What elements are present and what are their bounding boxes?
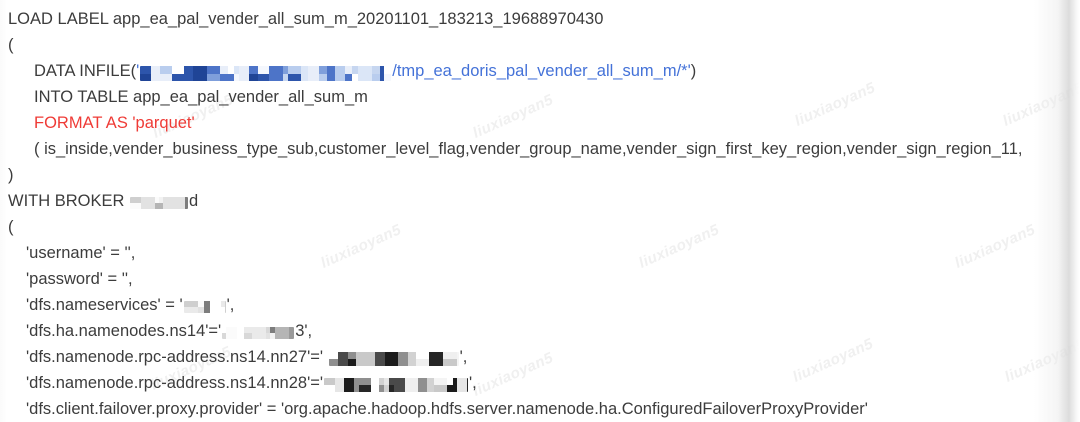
redacted-text-mosaic — [183, 300, 226, 313]
code-line: 'dfs.nameservices' = ' ', — [8, 292, 1080, 318]
code-line: 'username' = '', — [8, 240, 1080, 266]
code-token-text: ) — [690, 62, 697, 80]
code-token-text: ( — [8, 218, 14, 236]
code-token-text: WITH BROKER — [8, 192, 130, 210]
code-token-path: /tmp_ea_doris_pal_vender_all_sum_m/*' — [392, 62, 691, 80]
code-token-keyword: FORMAT AS 'parquet' — [34, 114, 195, 132]
code-line: ( — [8, 32, 1080, 58]
code-line: 'dfs.ha.namenodes.ns14'=' 3', — [8, 318, 1080, 344]
code-line: 'dfs.namenode.rpc-address.ns14.nn28'=' ', — [8, 370, 1080, 396]
code-token-text: INTO TABLE app_ea_pal_vender_all_sum_m — [34, 88, 368, 106]
code-line: ( is_inside,vender_business_type_sub,cus… — [8, 136, 1080, 162]
code-line: 'password' = '', — [8, 266, 1080, 292]
code-token-text: ) — [8, 166, 14, 184]
redacted-text-mosaic — [140, 65, 392, 81]
code-token-text: 'dfs.ha.namenodes.ns14'=' — [26, 322, 222, 340]
code-token-text: 'dfs.namenode.rpc-address.ns14.nn27'=' — [26, 348, 328, 366]
code-line: INTO TABLE app_ea_pal_vender_all_sum_m — [8, 84, 1080, 110]
code-token-text: ( — [8, 36, 14, 54]
code-token-text: 'password' = '', — [26, 270, 133, 288]
code-token-text: ', — [469, 374, 477, 392]
code-token-text: 'username' = '', — [26, 244, 136, 262]
code-token-path: ' — [136, 62, 140, 80]
code-line: DATA INFILE(' /tmp_ea_doris_pal_vender_al… — [8, 58, 1080, 84]
code-token-text: 'dfs.nameservices' = ' — [26, 296, 183, 314]
redacted-text-mosaic — [324, 377, 469, 392]
code-line: 'dfs.namenode.rpc-address.ns14.nn27'=' '… — [8, 344, 1080, 370]
code-token-text: d — [189, 192, 199, 210]
code-token-text: LOAD LABEL app_ea_pal_vender_all_sum_m_2… — [8, 10, 604, 28]
code-line: FORMAT AS 'parquet' — [8, 110, 1080, 136]
redacted-text-mosaic — [328, 351, 459, 366]
code-token-text: DATA INFILE( — [34, 62, 137, 80]
code-line: ) — [8, 162, 1080, 188]
code-line: LOAD LABEL app_ea_pal_vender_all_sum_m_2… — [8, 6, 1080, 32]
redacted-text-mosaic — [130, 196, 189, 209]
code-token-text: ', — [226, 296, 235, 314]
code-line: WITH BROKER d — [8, 188, 1080, 214]
code-line: 'dfs.client.failover.proxy.provider' = '… — [8, 396, 1080, 422]
code-token-text: ( is_inside,vender_business_type_sub,cus… — [34, 140, 1023, 158]
code-token-text: ', — [459, 348, 468, 366]
code-token-text: 'dfs.client.failover.proxy.provider' = '… — [26, 400, 868, 418]
code-token-text: 3', — [295, 322, 313, 340]
redacted-text-mosaic — [222, 326, 295, 339]
code-token-text: 'dfs.namenode.rpc-address.ns14.nn28'=' — [26, 374, 324, 392]
code-line: ( — [8, 214, 1080, 240]
